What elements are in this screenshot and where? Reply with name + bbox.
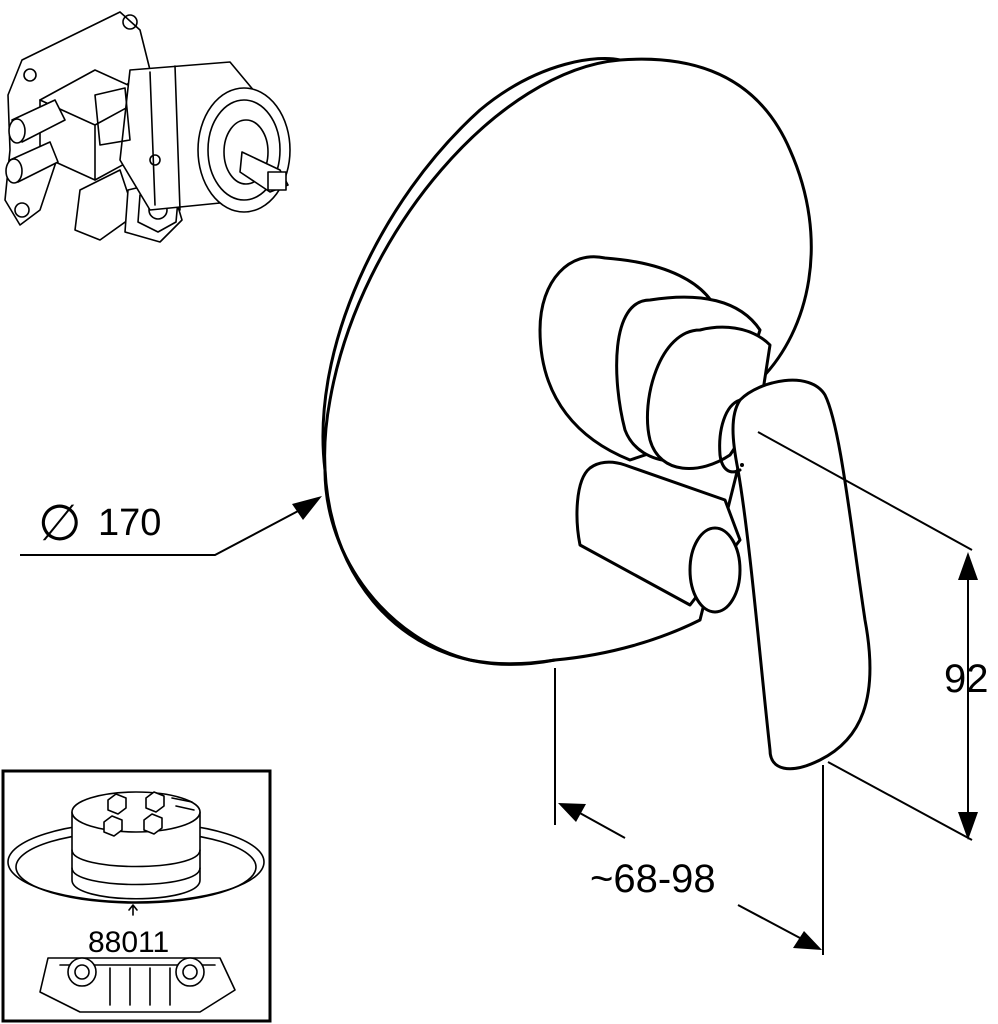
rough-in-valve-illustration xyxy=(4,11,291,243)
depth-label: ~68-98 xyxy=(590,857,716,901)
dimension-diameter xyxy=(20,496,322,556)
inset-box xyxy=(1,769,272,1023)
dimension-depth xyxy=(554,668,824,955)
mixer-illustration xyxy=(321,57,872,771)
diameter-label: 170 xyxy=(98,502,161,544)
part-number-label: 88011 xyxy=(88,926,169,959)
dimension-height xyxy=(757,431,978,841)
height-label: 92 xyxy=(944,657,989,701)
diameter-symbol: ∅ xyxy=(38,495,82,551)
